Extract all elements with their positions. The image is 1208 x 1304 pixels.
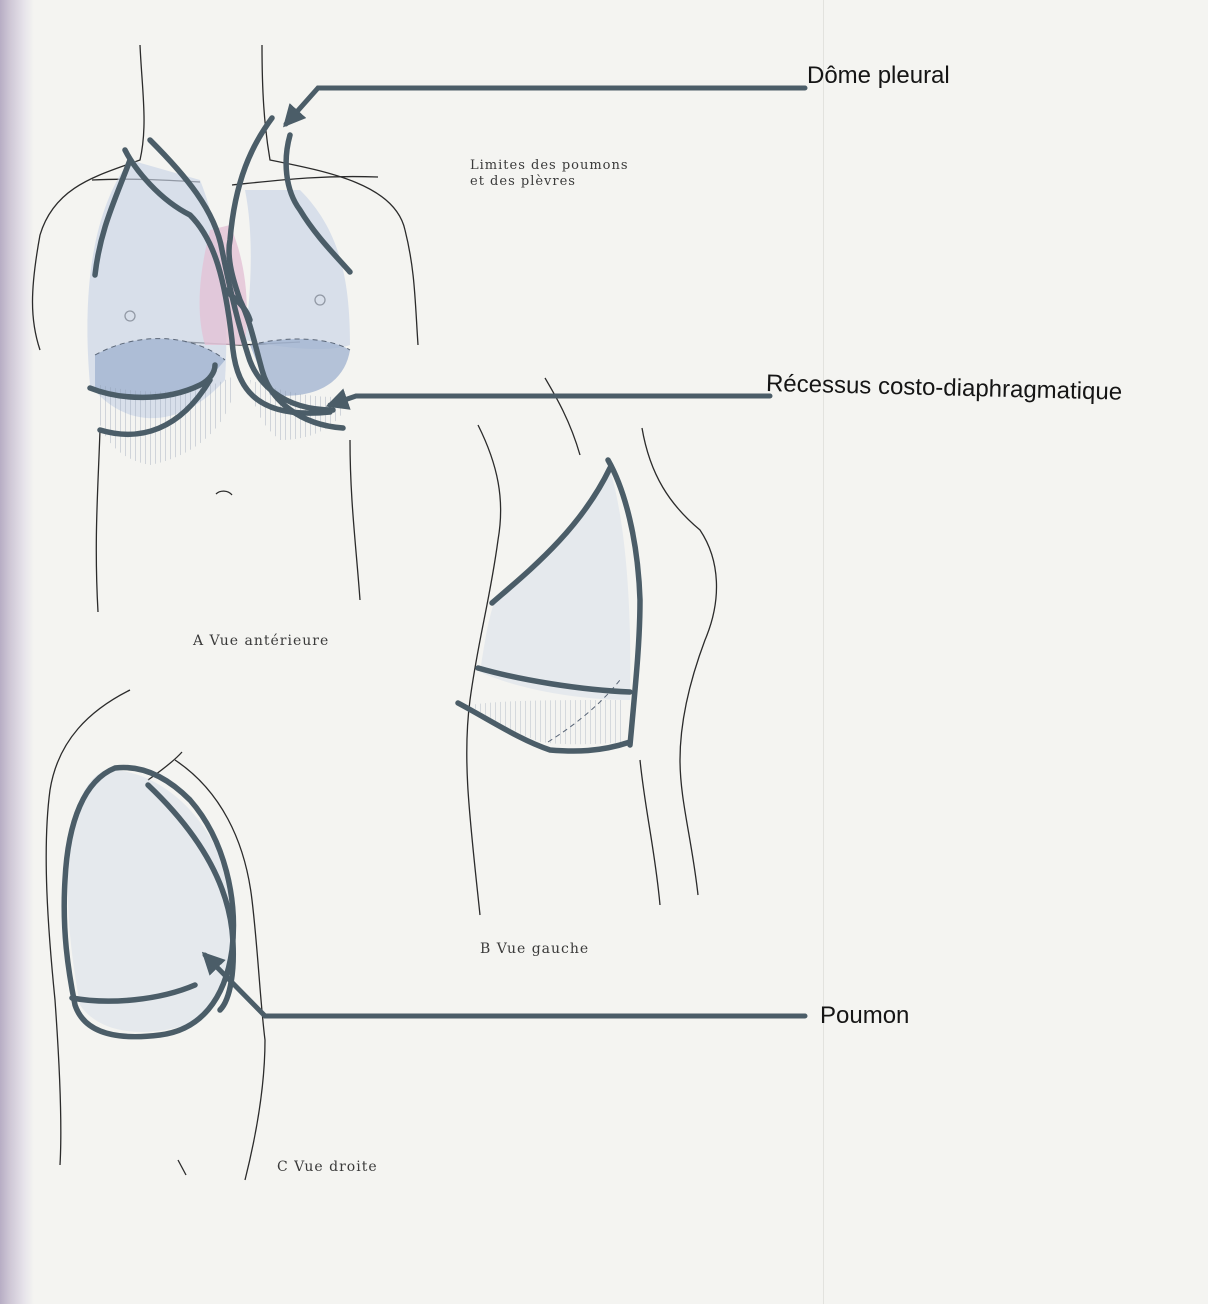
left-view-figure — [458, 378, 716, 915]
caption-anterior-view: A Vue antérieure — [193, 633, 329, 649]
caption-right-view: C Vue droite — [277, 1159, 378, 1175]
figure-note: Limites des poumons et des plèvres — [470, 158, 629, 190]
left-lung-shading — [470, 470, 630, 744]
right-lung-shading — [68, 770, 234, 1032]
caption-left-view: B Vue gauche — [480, 941, 589, 957]
label-poumon: Poumon — [820, 1002, 909, 1030]
recessus-leader-line — [330, 396, 770, 405]
poumon-leader-line — [205, 955, 805, 1016]
right-view-figure — [46, 690, 265, 1180]
label-dome-pleural: Dôme pleural — [807, 62, 950, 90]
dome-leader-line — [286, 88, 805, 124]
figure-note-line-1: Limites des poumons — [470, 158, 629, 174]
figure-note-line-2: et des plèvres — [470, 174, 629, 190]
anterior-view-figure — [33, 45, 419, 612]
